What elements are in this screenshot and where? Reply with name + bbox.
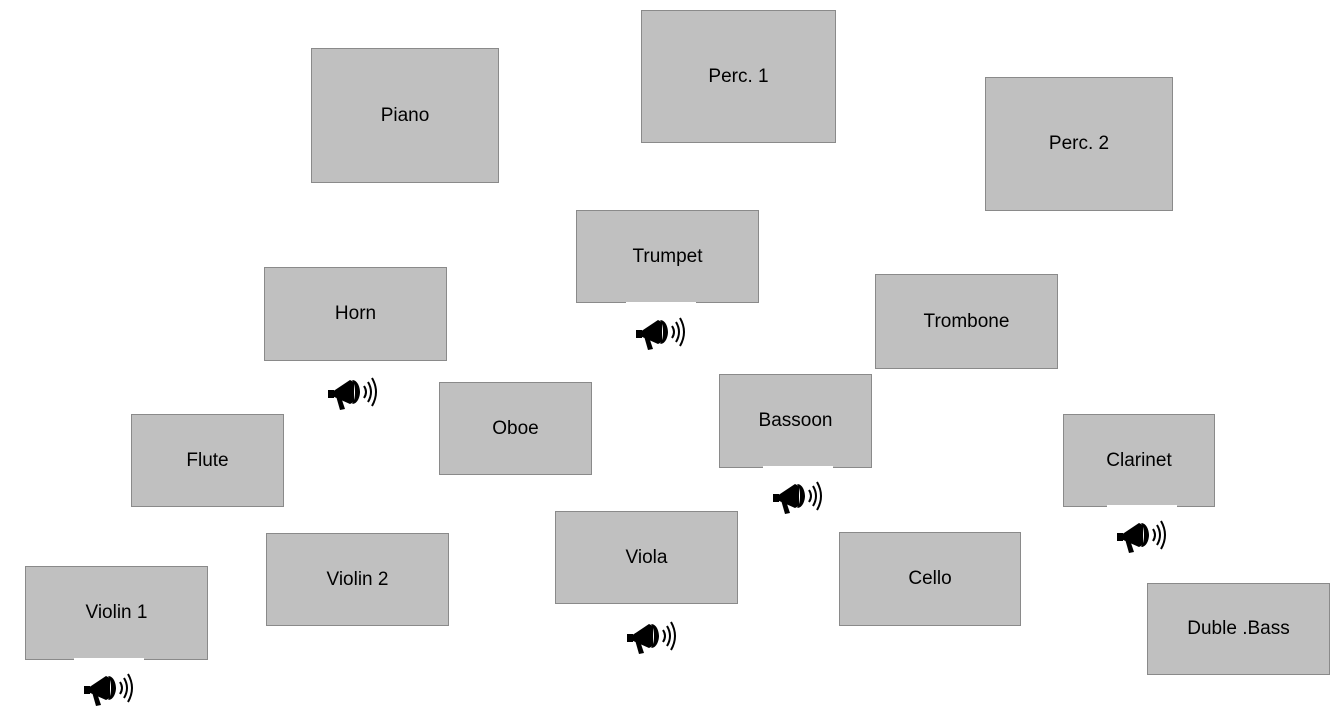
instrument-label: Viola [625, 546, 668, 568]
instrument-box-trumpet[interactable]: Trumpet [576, 210, 759, 303]
instrument-box-doublebass[interactable]: Duble .Bass [1147, 583, 1330, 675]
instrument-label: Clarinet [1106, 449, 1172, 471]
instrument-label: Trombone [923, 310, 1010, 332]
instrument-box-flute[interactable]: Flute [131, 414, 284, 507]
instrument-label: Violin 2 [326, 568, 389, 590]
megaphone-sound-icon[interactable] [74, 658, 144, 710]
instrument-box-cello[interactable]: Cello [839, 532, 1021, 626]
instrument-label: Oboe [492, 417, 539, 439]
instrument-box-clarinet[interactable]: Clarinet [1063, 414, 1215, 507]
instrument-box-horn[interactable]: Horn [264, 267, 447, 361]
instrument-label: Perc. 1 [708, 65, 769, 87]
instrument-box-piano[interactable]: Piano [311, 48, 499, 183]
instrument-label: Violin 1 [85, 602, 148, 623]
instrument-box-oboe[interactable]: Oboe [439, 382, 592, 475]
instrument-label: Bassoon [758, 410, 833, 431]
instrument-label: Perc. 2 [1048, 133, 1110, 154]
instrument-box-violin1[interactable]: Violin 1 [25, 566, 208, 660]
megaphone-sound-icon[interactable] [763, 466, 833, 518]
instrument-label: Cello [908, 568, 952, 589]
instrument-box-perc1[interactable]: Perc. 1 [641, 10, 836, 143]
megaphone-sound-icon[interactable] [318, 362, 388, 414]
megaphone-sound-icon[interactable] [617, 606, 687, 658]
instrument-label: Duble .Bass [1187, 618, 1290, 639]
instrument-label: Horn [334, 303, 377, 324]
instrument-label: Piano [380, 104, 430, 126]
instrument-box-bassoon[interactable]: Bassoon [719, 374, 872, 468]
instrument-box-violin2[interactable]: Violin 2 [266, 533, 449, 626]
megaphone-sound-icon[interactable] [626, 302, 696, 354]
instrument-box-perc2[interactable]: Perc. 2 [985, 77, 1173, 211]
instrument-box-trombone[interactable]: Trombone [875, 274, 1058, 369]
instrument-box-viola[interactable]: Viola [555, 511, 738, 604]
megaphone-sound-icon[interactable] [1107, 505, 1177, 557]
instrument-label: Trumpet [632, 245, 703, 267]
instrument-label: Flute [186, 449, 229, 471]
